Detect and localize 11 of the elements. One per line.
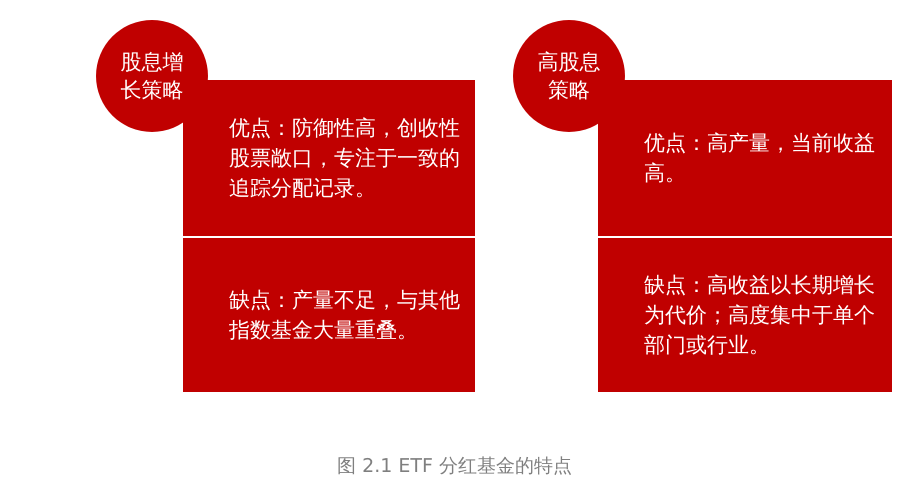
description-text: 缺点：产量不足，与其他指数基金大量重叠。 [229, 287, 461, 344]
description-text: 优点：防御性高，创收性股票敞口，专注于一致的追踪分配记录。 [229, 115, 461, 202]
strategy-title: 股息增长策略 [120, 49, 184, 104]
description-panel [598, 238, 892, 392]
description-panel [598, 80, 892, 236]
description-panel [183, 238, 475, 392]
description-panel [183, 80, 475, 236]
description-text: 缺点：高收益以长期增长为代价；高度集中于单个部门或行业。 [644, 272, 876, 359]
figure-caption: 图 2.1 ETF 分红基金的特点 [336, 454, 573, 479]
description-text: 优点：高产量，当前收益高。 [644, 130, 876, 187]
strategy-title: 高股息策略 [536, 49, 602, 104]
